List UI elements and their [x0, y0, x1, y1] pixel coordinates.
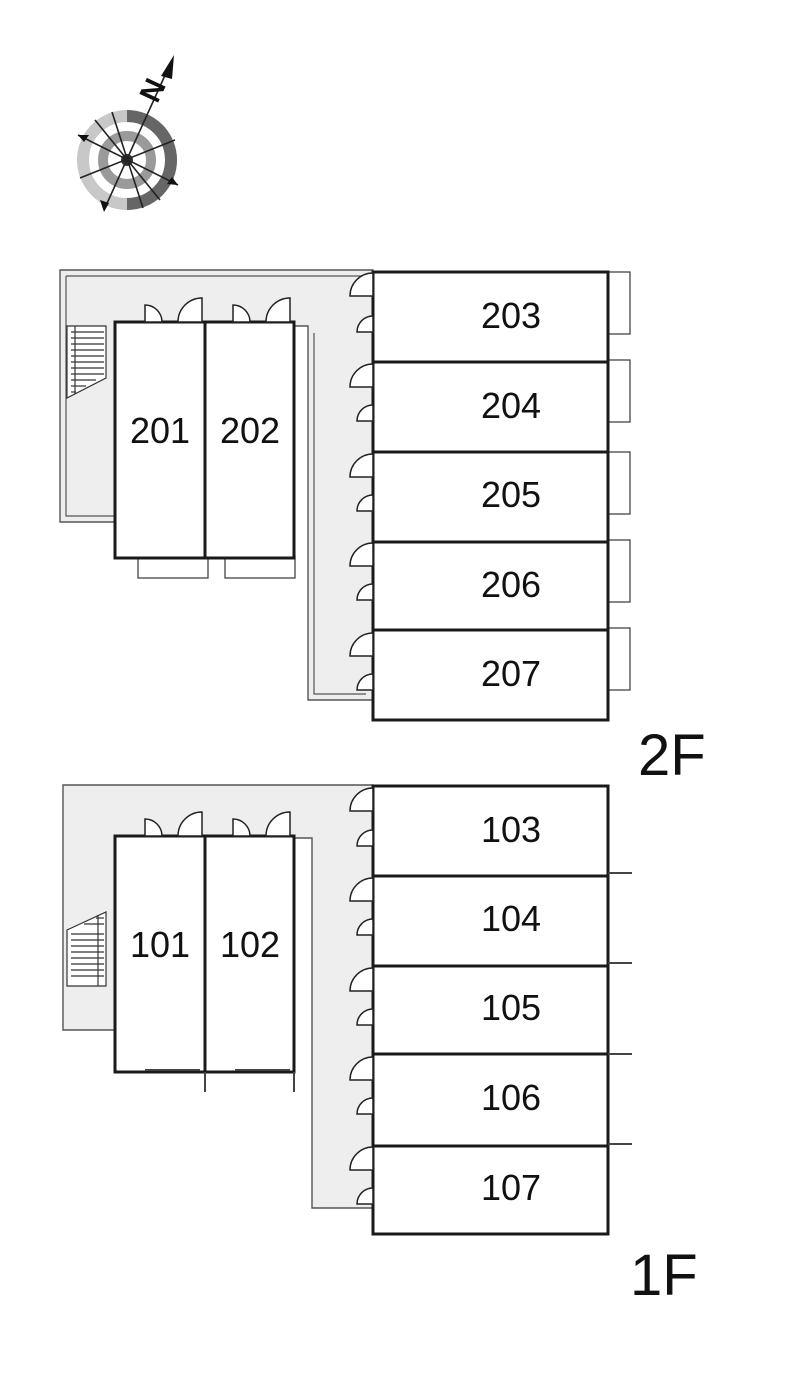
unit-label: 201	[130, 410, 190, 451]
unit-label: 107	[481, 1167, 541, 1208]
unit-label: 204	[481, 385, 541, 426]
balcony-204	[607, 359, 631, 423]
unit-104: 104	[371, 874, 610, 968]
unit-204: 204	[371, 360, 610, 454]
floor-label-2f: 2F	[638, 723, 706, 788]
unit-105: 105	[371, 964, 610, 1056]
unit-label: 106	[481, 1077, 541, 1118]
unit-label: 105	[481, 987, 541, 1028]
floor-label-1f: 1F	[630, 1243, 698, 1308]
unit-201: 201	[113, 320, 207, 560]
balcony-206	[607, 539, 631, 603]
floor-1f: 101 102 103 104 105 106 107	[62, 784, 698, 1308]
unit-label: 202	[220, 410, 280, 451]
balcony-207	[607, 627, 631, 691]
unit-label: 206	[481, 564, 541, 605]
unit-label: 205	[481, 474, 541, 515]
unit-label: 102	[220, 924, 280, 965]
floor-2f: 201 202 203 204 205 206 207	[59, 269, 706, 788]
unit-label: 203	[481, 295, 541, 336]
unit-202: 202	[203, 320, 296, 560]
north-label: N	[134, 74, 173, 108]
stair-1f	[66, 911, 107, 987]
unit-label: 207	[481, 653, 541, 694]
balcony-203	[607, 271, 631, 335]
unit-103: 103	[371, 784, 610, 878]
unit-106: 106	[371, 1052, 610, 1148]
unit-label: 103	[481, 809, 541, 850]
unit-101: 101	[113, 834, 207, 1074]
unit-107: 107	[371, 1144, 610, 1236]
compass-icon: N	[77, 55, 179, 212]
stair-2f	[66, 325, 107, 399]
balcony-205	[607, 451, 631, 515]
door-icons-2f	[144, 272, 374, 691]
unit-label: 101	[130, 924, 190, 965]
unit-102: 102	[203, 834, 296, 1074]
unit-label: 104	[481, 898, 541, 939]
door-icons-1f	[144, 787, 374, 1205]
unit-206: 206	[371, 540, 610, 632]
unit-207: 207	[371, 628, 610, 722]
unit-203: 203	[371, 270, 610, 364]
unit-205: 205	[371, 450, 610, 544]
